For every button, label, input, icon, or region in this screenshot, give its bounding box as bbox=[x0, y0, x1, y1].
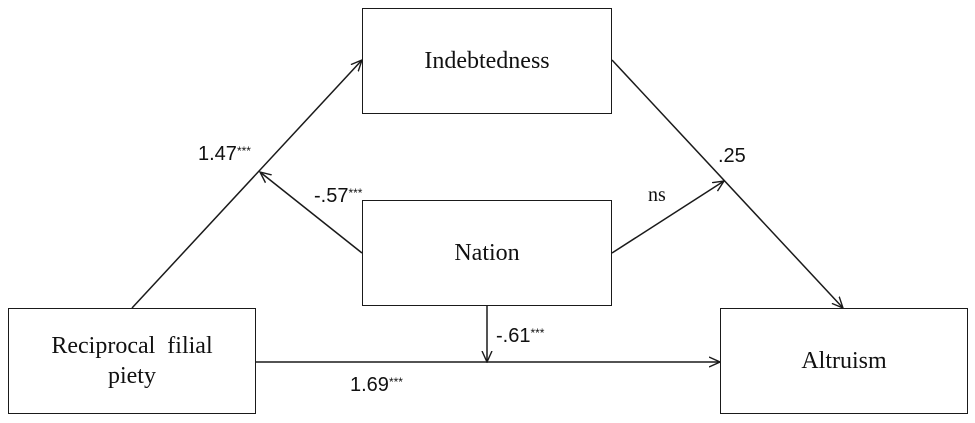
coef-significance: *** bbox=[348, 186, 363, 200]
arrow-nation-to-b-path bbox=[611, 181, 724, 254]
coef-value: -.61 bbox=[496, 325, 531, 347]
node-reciprocal-label-line2: piety bbox=[107, 363, 156, 389]
node-altruism: Altruism bbox=[720, 308, 968, 414]
coef-nation-to-c-path: -.61*** bbox=[496, 325, 544, 348]
coef-nation-to-b-path: ns bbox=[648, 184, 666, 207]
coef-reciprocal-to-indebtedness: 1.47*** bbox=[198, 143, 251, 166]
arrow-nation-to-a-path bbox=[260, 172, 363, 254]
node-altruism-label: Altruism bbox=[801, 348, 887, 374]
coef-value: -.57 bbox=[314, 185, 349, 207]
coef-significance: *** bbox=[388, 375, 403, 389]
arrow-reciprocal-to-indebtedness bbox=[131, 60, 362, 309]
coef-value: 1.47 bbox=[198, 143, 237, 165]
node-reciprocal-label-line1: Reciprocal filial bbox=[51, 333, 213, 359]
node-nation: Nation bbox=[362, 200, 612, 306]
coef-value: ns bbox=[648, 184, 666, 206]
coef-value: 1.69 bbox=[350, 374, 389, 396]
coef-nation-to-a-path: -.57*** bbox=[314, 185, 362, 208]
node-reciprocal-label: Reciprocal filial piety bbox=[51, 331, 212, 391]
arrow-indebtedness-to-altruism bbox=[611, 59, 843, 308]
node-nation-label: Nation bbox=[454, 240, 520, 266]
coef-value: .25 bbox=[718, 145, 746, 167]
node-reciprocal-filial-piety: Reciprocal filial piety bbox=[8, 308, 256, 414]
coef-indebtedness-to-altruism: .25 bbox=[718, 145, 746, 168]
coef-reciprocal-to-altruism: 1.69*** bbox=[350, 374, 403, 397]
coef-significance: *** bbox=[530, 326, 545, 340]
node-indebtedness-label: Indebtedness bbox=[424, 48, 550, 74]
coef-significance: *** bbox=[236, 144, 251, 158]
node-indebtedness: Indebtedness bbox=[362, 8, 612, 114]
